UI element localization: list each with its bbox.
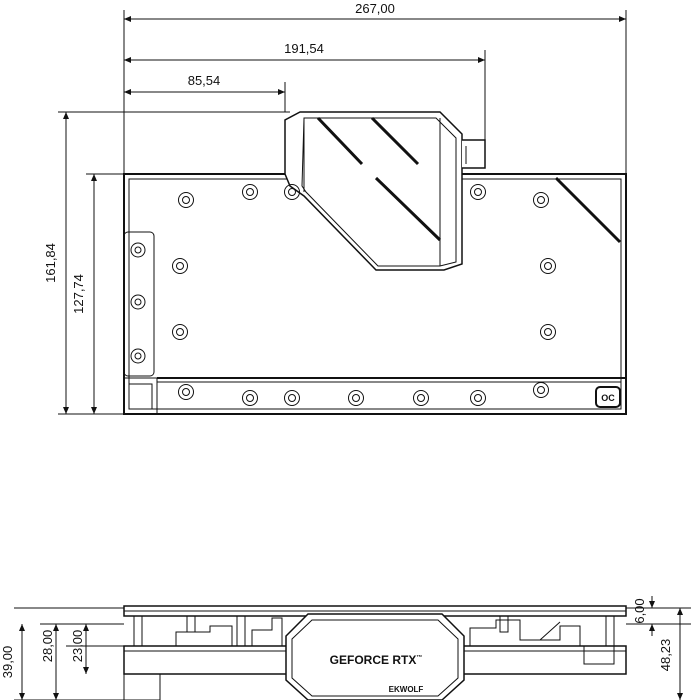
screw [178, 384, 194, 400]
screw [470, 184, 486, 200]
screw [540, 324, 556, 340]
screw [284, 390, 300, 406]
left-corner-inner [129, 383, 153, 409]
dim-total-width: 267,00 [355, 1, 395, 16]
standoff [133, 615, 143, 647]
dim-body-height: 127,74 [71, 274, 86, 314]
left-corner-block [123, 377, 158, 415]
component-right [469, 619, 581, 646]
screw [130, 242, 146, 258]
screw [242, 184, 258, 200]
dim-side-28: 28,00 [40, 630, 55, 663]
screw [178, 192, 194, 208]
dim-side-total: 39,00 [0, 646, 15, 679]
dim-total-height: 161,84 [43, 243, 58, 283]
screw [540, 258, 556, 274]
terminal-stripe-1 [316, 116, 364, 166]
screw [470, 390, 486, 406]
component-left-1 [175, 625, 233, 646]
terminal-stripe-3 [374, 176, 442, 242]
standoff [499, 615, 509, 633]
terminal-stripe-2 [370, 116, 420, 166]
screw [130, 348, 146, 364]
geforce-rtx-logo: GEFORCE RTX™ [330, 653, 423, 667]
oc-badge-frame [595, 386, 621, 408]
plate-stripe-right [554, 176, 622, 244]
brand-logo: EKWOLF [389, 685, 424, 694]
side-io-bracket [123, 673, 161, 700]
side-right-fitting [583, 645, 615, 665]
screw [242, 390, 258, 406]
standoff [186, 615, 196, 633]
standoff [236, 615, 246, 647]
screw [533, 382, 549, 398]
side-terminal-inner [291, 619, 459, 697]
screw-set [130, 184, 556, 406]
dim-side-23: 23,00 [70, 630, 85, 663]
screw [348, 390, 364, 406]
standoff [605, 615, 615, 647]
terminal-block [284, 111, 463, 271]
dim-side-6: 6,00 [632, 598, 647, 623]
terminal-port [462, 139, 486, 169]
side-terminal [285, 613, 465, 700]
screw [284, 184, 300, 200]
side-view: 39,00 28,00 23,00 6,00 48,23 [0, 596, 691, 700]
screw [172, 324, 188, 340]
oc-badge: OC [601, 393, 615, 403]
component-left-2 [251, 617, 283, 646]
left-bracket [123, 231, 155, 377]
screw [130, 294, 146, 310]
dim-mid-width: 191,54 [284, 41, 324, 56]
dim-side-48: 48,23 [658, 639, 673, 672]
screw [533, 192, 549, 208]
screw [172, 258, 188, 274]
dim-inner-width: 85,54 [188, 73, 221, 88]
internal-components [175, 617, 581, 646]
screw [413, 390, 429, 406]
top-view: 267,00 191,54 85,54 161,84 127,74 [43, 1, 627, 415]
component-right-slash [539, 621, 561, 641]
